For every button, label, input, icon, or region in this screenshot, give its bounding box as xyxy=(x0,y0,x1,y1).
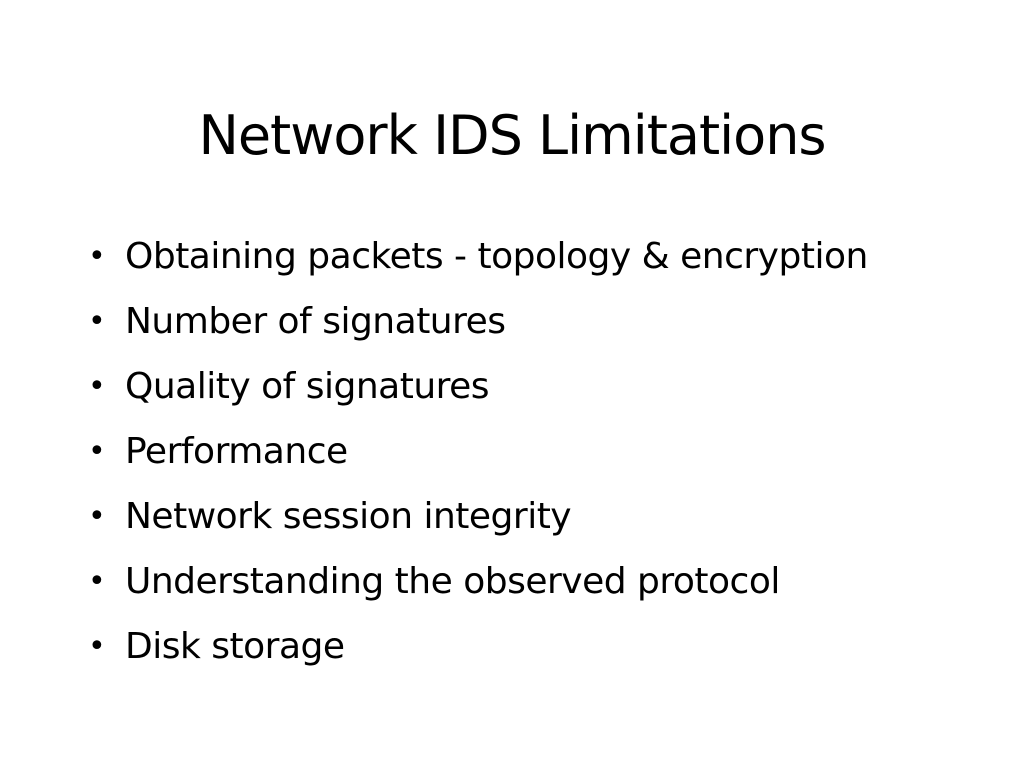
bullet-icon: • xyxy=(88,629,106,664)
bullet-item: • Understanding the observed protocol xyxy=(88,549,1008,614)
bullet-text: Disk storage xyxy=(125,626,345,667)
bullet-text: Number of signatures xyxy=(125,301,506,342)
bullet-item: • Number of signatures xyxy=(88,289,1008,354)
bullet-text: Network session integrity xyxy=(125,496,572,537)
slide-title: Network IDS Limitations xyxy=(198,104,826,167)
bullet-item: • Performance xyxy=(88,419,1008,484)
bullet-icon: • xyxy=(88,304,106,339)
bullet-text: Performance xyxy=(125,431,348,472)
bullet-icon: • xyxy=(88,369,106,404)
bullet-icon: • xyxy=(88,434,106,469)
bullet-item: • Network session integrity xyxy=(88,484,1008,549)
bullet-icon: • xyxy=(88,564,106,599)
bullet-item: • Obtaining packets - topology & encrypt… xyxy=(88,224,1008,289)
bullet-text: Obtaining packets - topology & encryptio… xyxy=(125,236,868,277)
bullet-icon: • xyxy=(88,239,106,274)
bullet-list: • Obtaining packets - topology & encrypt… xyxy=(88,224,1008,679)
bullet-item: • Disk storage xyxy=(88,614,1008,679)
bullet-text: Quality of signatures xyxy=(125,366,490,407)
bullet-text: Understanding the observed protocol xyxy=(125,561,780,602)
bullet-icon: • xyxy=(88,499,106,534)
bullet-item: • Quality of signatures xyxy=(88,354,1008,419)
